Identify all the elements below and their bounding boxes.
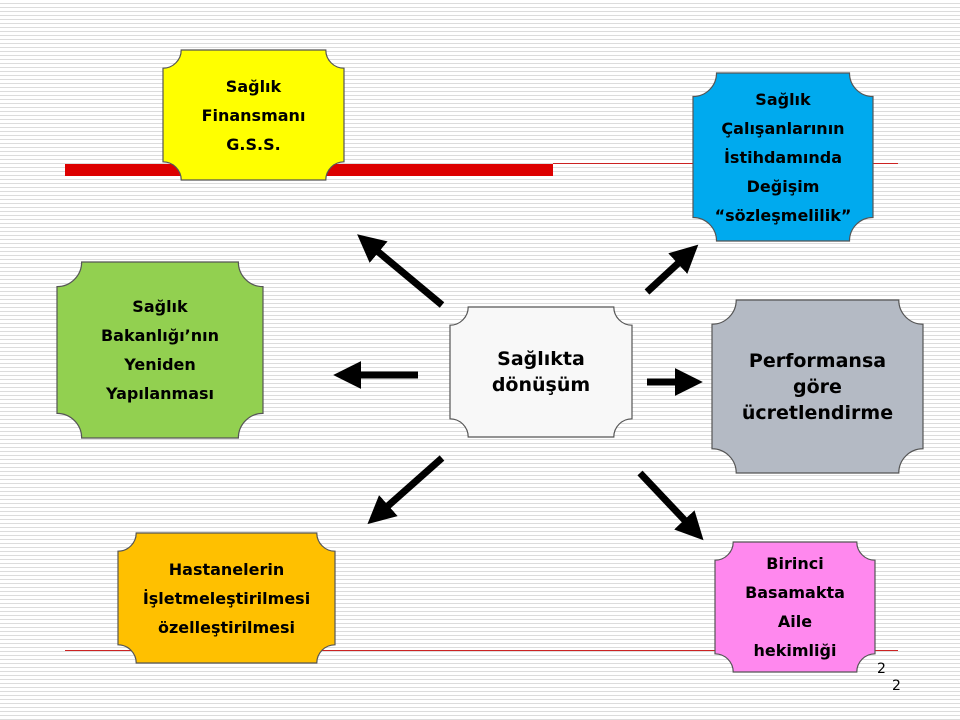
performans-line-1: Performansa	[748, 349, 887, 372]
box-saglik-bakanligi: Sağlık Bakanlığı’nın Yeniden Yapılanması	[57, 262, 263, 438]
bakanlik-line-2: Bakanlığı’nın	[100, 326, 220, 345]
calisanlar-line-5: “sözleşmelilik”	[714, 205, 852, 225]
box-calisanlar-shape	[693, 73, 873, 241]
aile-line-3: Aile	[777, 612, 813, 631]
center-box-saglikta-donusum: Sağlıkta dönüşüm	[450, 307, 632, 437]
box-saglik-finansmani: Sağlık Finansmanı G.S.S.	[163, 50, 344, 180]
finansman-line-3: G.S.S.	[226, 134, 281, 154]
aile-line-1: Birinci	[766, 554, 824, 573]
hastaneler-line-2: İşletmeleştirilmesi	[142, 588, 311, 608]
arrow-to-calisanlar	[644, 244, 699, 295]
box-performans-shape	[712, 300, 923, 473]
box-aile-hekimligi: Birinci Basamakta Aile hekimliği	[715, 542, 875, 672]
calisanlar-line-2: Çalışanlarının	[721, 118, 845, 138]
arrow-to-aile	[637, 470, 704, 541]
finansman-line-1: Sağlık	[225, 76, 282, 96]
thin-rule-bottom	[65, 650, 898, 651]
box-aile-label: Birinci Basamakta Aile hekimliği	[715, 542, 875, 672]
calisanlar-line-1: Sağlık	[755, 89, 811, 109]
page-number-lower: 2	[892, 678, 901, 694]
box-bakanlik-shape	[57, 262, 263, 438]
performans-line-3: ücretlendirme	[741, 401, 894, 424]
aile-line-2: Basamakta	[745, 583, 845, 602]
box-performans-label: Performansa göre ücretlendirme	[712, 300, 923, 473]
box-hastaneler-shape	[118, 533, 335, 663]
box-hastaneler-label: Hastanelerin İşletmeleştirilmesi özelleş…	[118, 533, 335, 663]
hastaneler-line-3: özelleştirilmesi	[157, 617, 296, 637]
hastaneler-line-1: Hastanelerin	[168, 559, 285, 579]
center-box-shape	[450, 307, 632, 437]
box-finansman-shape	[163, 50, 344, 180]
calisanlar-line-3: İstihdamında	[723, 147, 843, 167]
finansman-line-2: Finansmanı	[201, 105, 306, 125]
center-line-1: Sağlıkta	[497, 348, 585, 370]
bakanlik-line-4: Yapılanması	[106, 384, 214, 403]
box-calisanlar-label: Sağlık Çalışanlarının İstihdamında Değiş…	[693, 73, 873, 241]
calisanlar-line-4: Değişim	[746, 176, 820, 196]
bakanlik-line-3: Yeniden	[124, 355, 196, 374]
page-number-upper: 2	[877, 661, 886, 677]
arrow-to-finansman	[357, 234, 445, 308]
arrow-to-hastaneler	[367, 455, 445, 525]
aile-line-4: hekimliği	[753, 641, 837, 660]
performans-line-2: göre	[793, 375, 842, 398]
bakanlik-line-1: Sağlık	[132, 297, 188, 316]
box-aile-shape	[715, 542, 875, 672]
box-bakanlik-label: Sağlık Bakanlığı’nın Yeniden Yapılanması	[57, 262, 263, 438]
box-saglik-calisanlari: Sağlık Çalışanlarının İstihdamında Değiş…	[693, 73, 873, 241]
box-performansa-gore: Performansa göre ücretlendirme	[712, 300, 923, 473]
center-box-label: Sağlıkta dönüşüm	[450, 307, 632, 437]
center-line-2: dönüşüm	[491, 374, 591, 396]
box-hastanelerin: Hastanelerin İşletmeleştirilmesi özelleş…	[118, 533, 335, 663]
box-finansman-label: Sağlık Finansmanı G.S.S.	[163, 50, 344, 180]
